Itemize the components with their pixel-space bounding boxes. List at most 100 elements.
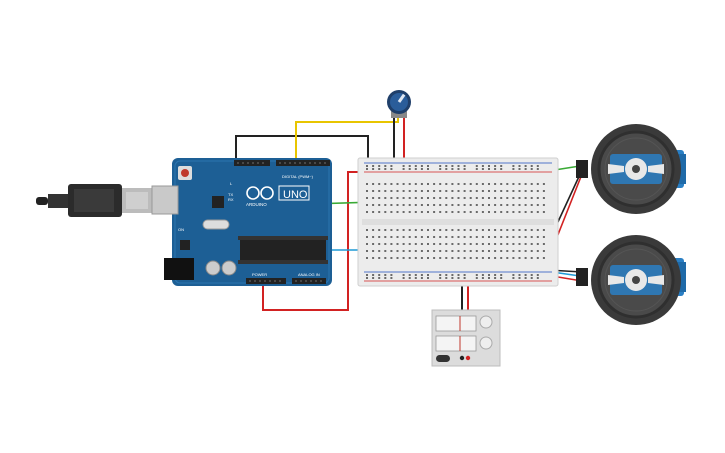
breadboard-hole bbox=[488, 243, 490, 245]
breadboard-rail-hole bbox=[518, 277, 521, 279]
breadboard-hole bbox=[494, 211, 497, 213]
wire-red-5v bbox=[262, 171, 372, 311]
breadboard-hole bbox=[512, 243, 515, 245]
breadboard-hole bbox=[445, 211, 448, 213]
breadboard-hole bbox=[542, 197, 545, 199]
power-label: POWER bbox=[252, 272, 267, 277]
breadboard-hole bbox=[475, 243, 478, 245]
breadboard-hole bbox=[439, 183, 442, 185]
breadboard-hole bbox=[481, 236, 484, 238]
breadboard-rail-hole bbox=[372, 168, 375, 170]
breadboard-hole bbox=[420, 250, 423, 252]
breadboard-hole bbox=[372, 257, 375, 259]
breadboard-hole bbox=[481, 183, 484, 185]
breadboard-hole bbox=[524, 229, 527, 231]
breadboard-rail-hole bbox=[420, 274, 423, 276]
breadboard-rail-hole bbox=[366, 165, 368, 167]
breadboard-hole bbox=[494, 250, 497, 252]
breadboard-hole bbox=[420, 236, 423, 238]
breadboard-hole bbox=[433, 190, 436, 192]
breadboard-hole bbox=[372, 183, 375, 185]
battery-pack[interactable] bbox=[431, 309, 501, 367]
breadboard-hole bbox=[463, 229, 466, 231]
breadboard-rail-hole bbox=[481, 165, 484, 167]
usb-cable[interactable] bbox=[36, 184, 152, 217]
breadboard-hole bbox=[420, 257, 423, 259]
breadboard-hole bbox=[463, 211, 466, 213]
breadboard-hole bbox=[396, 229, 399, 231]
breadboard-rail-hole bbox=[475, 274, 478, 276]
breadboard-hole bbox=[414, 250, 417, 252]
breadboard-rail-hole bbox=[518, 274, 521, 276]
breadboard-rail-hole bbox=[451, 277, 454, 279]
breadboard[interactable] bbox=[357, 157, 559, 287]
breadboard-hole bbox=[518, 229, 521, 231]
breadboard-hole bbox=[494, 204, 497, 206]
breadboard-hole bbox=[451, 243, 454, 245]
breadboard-rail-hole bbox=[536, 165, 539, 167]
breadboard-rail-hole bbox=[451, 165, 454, 167]
breadboard-rail-hole bbox=[512, 165, 515, 167]
breadboard-hole bbox=[463, 257, 466, 259]
breadboard-hole bbox=[506, 183, 509, 185]
breadboard-holes bbox=[366, 165, 545, 279]
breadboard-hole bbox=[500, 197, 503, 199]
breadboard-hole bbox=[512, 257, 515, 259]
breadboard-rail-hole bbox=[494, 165, 497, 167]
breadboard-hole bbox=[506, 211, 509, 213]
breadboard-hole bbox=[524, 183, 527, 185]
breadboard-hole bbox=[372, 250, 375, 252]
breadboard-hole bbox=[536, 204, 539, 206]
breadboard-rail-hole bbox=[390, 277, 393, 279]
breadboard-rail-hole bbox=[439, 168, 442, 170]
breadboard-hole bbox=[384, 197, 387, 199]
breadboard-hole bbox=[427, 211, 429, 213]
breadboard-hole bbox=[366, 204, 368, 206]
continuous-servo-bottom[interactable] bbox=[576, 235, 686, 325]
breadboard-hole bbox=[378, 243, 381, 245]
breadboard-hole bbox=[457, 243, 460, 245]
breadboard-rail-hole bbox=[457, 277, 460, 279]
breadboard-hole bbox=[366, 257, 368, 259]
breadboard-hole bbox=[542, 190, 545, 192]
breadboard-rail-hole bbox=[408, 277, 411, 279]
breadboard-hole bbox=[366, 211, 368, 213]
breadboard-hole bbox=[506, 229, 509, 231]
breadboard-hole bbox=[445, 229, 448, 231]
on-label: ON bbox=[178, 227, 184, 232]
arduino-uno[interactable]: UNO ARDUINO DIGITAL (PWM~) POWER ANALOG … bbox=[151, 158, 332, 286]
breadboard-rail-hole bbox=[488, 277, 490, 279]
digital-label: DIGITAL (PWM~) bbox=[282, 174, 314, 179]
breadboard-hole bbox=[414, 229, 417, 231]
breadboard-rail-hole bbox=[463, 165, 466, 167]
breadboard-hole bbox=[414, 204, 417, 206]
breadboard-hole bbox=[408, 204, 411, 206]
breadboard-hole bbox=[402, 204, 405, 206]
breadboard-rail-hole bbox=[481, 277, 484, 279]
continuous-servo-top[interactable] bbox=[576, 124, 686, 214]
breadboard-hole bbox=[396, 257, 399, 259]
breadboard-rail-hole bbox=[372, 165, 375, 167]
breadboard-hole bbox=[433, 197, 436, 199]
breadboard-hole bbox=[445, 257, 448, 259]
breadboard-rail-hole bbox=[530, 165, 533, 167]
breadboard-hole bbox=[457, 236, 460, 238]
breadboard-hole bbox=[427, 183, 429, 185]
breadboard-hole bbox=[408, 197, 411, 199]
breadboard-hole bbox=[530, 204, 533, 206]
potentiometer[interactable] bbox=[387, 90, 411, 118]
breadboard-rail-hole bbox=[536, 277, 539, 279]
breadboard-hole bbox=[488, 257, 490, 259]
breadboard-rail-hole bbox=[414, 274, 417, 276]
breadboard-hole bbox=[402, 197, 405, 199]
breadboard-hole bbox=[469, 183, 472, 185]
breadboard-hole bbox=[396, 190, 399, 192]
breadboard-hole bbox=[420, 197, 423, 199]
breadboard-hole bbox=[475, 211, 478, 213]
breadboard-hole bbox=[384, 236, 387, 238]
breadboard-hole bbox=[427, 243, 429, 245]
breadboard-hole bbox=[512, 190, 515, 192]
breadboard-rail-hole bbox=[494, 168, 497, 170]
breadboard-hole bbox=[500, 250, 503, 252]
breadboard-hole bbox=[488, 197, 490, 199]
